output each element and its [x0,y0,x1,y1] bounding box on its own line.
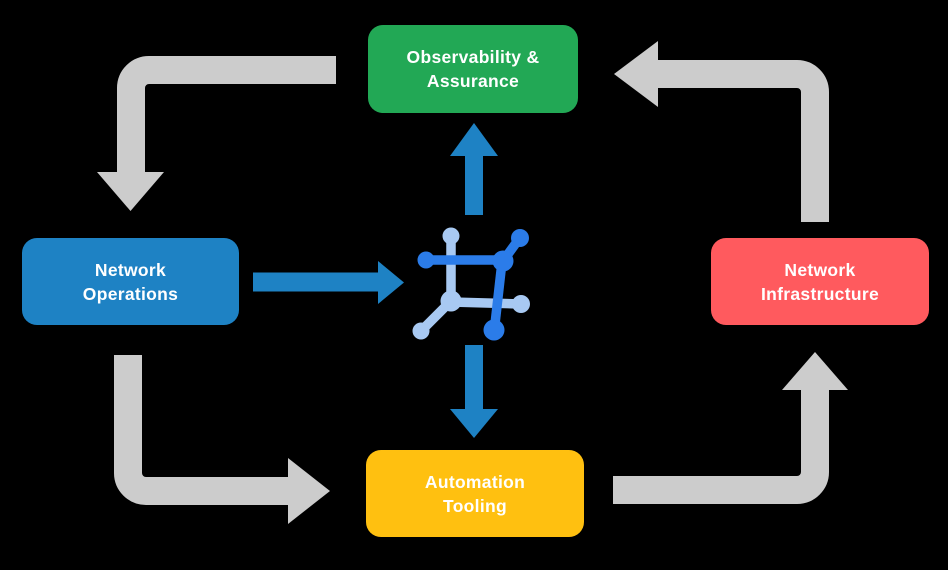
arrow-head-right [288,458,330,524]
arrow-head-up [450,123,498,156]
icon-node-bottom-left [412,322,430,340]
network-mesh-icon [412,227,530,341]
arrow-head-right [378,261,404,304]
node-network-operations: Network Operations [22,238,239,325]
icon-junction-top-right [492,250,514,272]
node-observability-assurance: Observability & Assurance [368,25,578,113]
arrow-head-up [782,352,848,390]
icon-node-top [442,227,460,245]
icon-edge-bottom [450,297,522,309]
arrow-shaft [658,60,829,222]
arrow-center-to-automation [450,345,498,438]
node-label-line2: Assurance [426,71,520,91]
arrow-head-left [614,41,658,107]
arrow-automation-to-infrastructure [613,352,848,504]
node-label-line2: Operations [82,283,179,304]
node-label-line1: Automation [424,471,526,492]
arrow-shaft [613,390,829,504]
arrow-shaft [114,355,288,505]
icon-node-top-right [511,229,529,247]
arrow-infrastructure-to-observability [614,41,829,222]
icon-node-right [512,295,530,313]
icon-edge-right [490,261,507,325]
icon-node-left [417,251,435,269]
arrow-head-down [450,409,498,438]
node-label-line1: Network [784,259,856,280]
node-automation-tooling: Automation Tooling [366,450,584,537]
node-label-line1: Network [94,259,167,280]
arrow-center-to-observability [450,123,498,215]
node-label-line2: Tooling [443,495,507,516]
arrow-shaft [117,56,336,173]
node-label-line1: Observability & [406,47,540,67]
arrow-operations-to-center [253,261,404,304]
node-label-line2: Infrastructure [761,283,879,304]
arrow-head-down [97,172,164,211]
icon-junction-bottom-left [440,290,462,312]
arrow-operations-to-automation [114,355,330,524]
icon-node-bottom [483,319,505,341]
arrow-observability-to-operations [97,56,336,211]
node-network-infrastructure: Network Infrastructure [711,238,929,325]
